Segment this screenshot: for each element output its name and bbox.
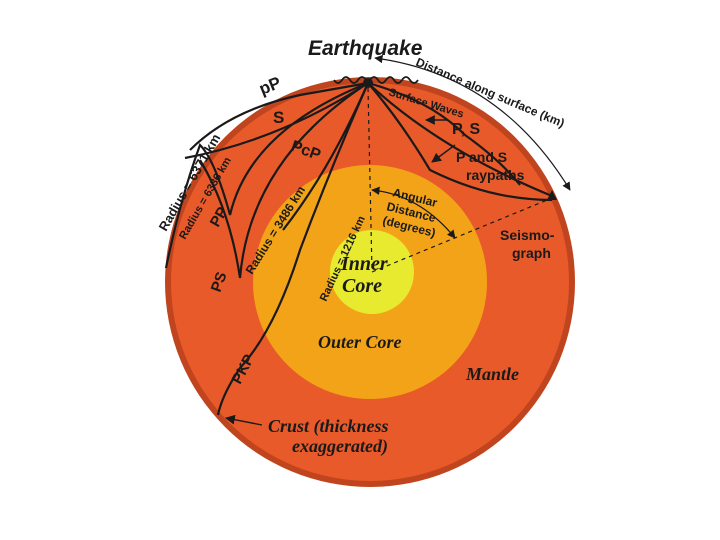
label-p-and-s-2: raypaths bbox=[466, 167, 525, 183]
label-mantle: Mantle bbox=[465, 364, 519, 384]
label-inner-core-2: Core bbox=[342, 275, 382, 297]
label-seismograph-2: graph bbox=[512, 245, 551, 261]
page-title: Earthquake bbox=[308, 37, 423, 60]
label-outer-core: Outer Core bbox=[318, 332, 402, 352]
label-P-S: P, S bbox=[452, 121, 481, 138]
label-inner-core-1: Inner bbox=[340, 253, 388, 275]
label-p-and-s-1: P and S bbox=[456, 149, 507, 165]
label-S: S bbox=[273, 108, 284, 127]
label-crust-1: Crust (thickness bbox=[268, 416, 389, 437]
label-pP: pP bbox=[256, 73, 283, 99]
earthquake-focus-icon bbox=[363, 78, 373, 88]
label-crust-2: exaggerated) bbox=[292, 436, 388, 457]
label-seismograph-1: Seismo- bbox=[500, 227, 555, 243]
